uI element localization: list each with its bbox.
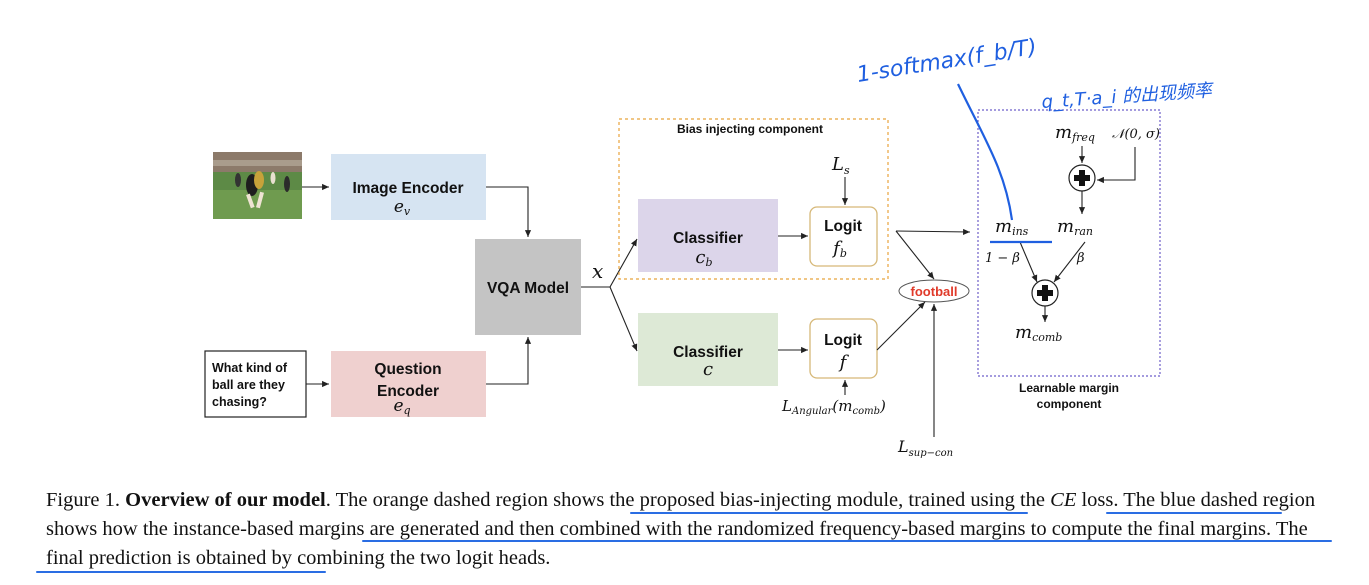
figure-caption: Figure 1. Overview of our model. The ora… xyxy=(46,486,1336,573)
input-image xyxy=(213,152,302,219)
learnable-margin-region: Learnable margin component xyxy=(977,109,1161,411)
handwritten-annotation-softmax: 1-softmax(f_b/T) xyxy=(855,35,1052,244)
loss-angular-label: LAngular(mcomb) xyxy=(781,397,886,417)
classifier-bias-title: Classifier xyxy=(673,230,743,247)
caption-underline-4 xyxy=(36,571,326,573)
caption-part-1: . The orange dashed region xyxy=(325,489,554,511)
classifier-main-box: Classifier c xyxy=(638,313,778,386)
m-comb-label: mcomb xyxy=(1015,322,1062,344)
bias-region-title: Bias injecting component xyxy=(677,122,823,136)
m-ran-label: mran xyxy=(1057,216,1093,238)
classifier-main-title: Classifier xyxy=(673,344,743,361)
caption-part-6: The blue dashed region shows how the xyxy=(46,489,1316,540)
normal-noise-label: 𝒩(0, σ) xyxy=(1112,127,1160,142)
question-line-1: What kind of xyxy=(212,361,288,375)
m-freq-label: mfreq xyxy=(1055,122,1095,144)
logit-main-box: Logit f xyxy=(809,318,878,379)
answer-football: football xyxy=(898,279,970,303)
logit-bias-title: Logit xyxy=(824,218,862,235)
question-text-box: What kind of ball are they chasing? xyxy=(204,350,307,418)
svg-text:1-softmax(f_b/T): 1-softmax(f_b/T) xyxy=(855,35,1039,88)
caption-ce: CE xyxy=(1050,489,1077,511)
image-encoder-title: Image Encoder xyxy=(352,180,463,197)
caption-part-8: The final prediction is obtained by comb… xyxy=(46,518,1308,569)
caption-prefix: Figure 1. xyxy=(46,489,126,511)
connectors-left xyxy=(302,183,638,388)
caption-underline-2 xyxy=(1106,512,1282,514)
logit-bias-box: Logit fb xyxy=(809,206,878,267)
question-line-2: ball are they xyxy=(212,378,285,392)
logit-main-title: Logit xyxy=(824,332,862,349)
margin-region-title-1: Learnable margin xyxy=(1019,381,1119,395)
caption-part-7: instance-based margins are generated and… xyxy=(172,518,1272,540)
caption-underline-3 xyxy=(362,540,1332,542)
m-ins-label: mins xyxy=(995,216,1029,238)
plus-node-bottom xyxy=(1031,279,1059,307)
image-encoder-box: Image Encoder ev xyxy=(331,154,486,220)
svg-text:football: football xyxy=(911,284,958,299)
vqa-model-title: VQA Model xyxy=(487,280,569,297)
caption-part-2: shows the proposed bias-injecting module xyxy=(553,489,899,511)
model-overview-figure: Image Encoder ev What kind of ball are t… xyxy=(204,35,1216,459)
loss-s-label: Ls xyxy=(831,154,850,177)
beta-label: β xyxy=(1076,251,1085,266)
question-encoder-title-2: Encoder xyxy=(377,383,439,400)
classifier-bias-symbol: cb xyxy=(695,247,712,269)
one-minus-beta-label: 1 − β xyxy=(985,251,1020,266)
handwritten-annotation-frequency: q_t,T·a_i 的出现频率 xyxy=(1041,80,1216,113)
classifier-bias-box: Classifier cb xyxy=(638,199,778,272)
caption-part-5: loss. xyxy=(1076,489,1119,511)
question-line-3: chasing? xyxy=(212,395,267,409)
connectors-margin xyxy=(1019,146,1136,322)
question-encoder-symbol: eq xyxy=(393,396,410,417)
image-encoder-symbol: ev xyxy=(394,197,411,218)
caption-part-4: using the xyxy=(970,489,1051,511)
vqa-model-box: VQA Model xyxy=(475,239,581,335)
loss-supcon-label: Lsup−con xyxy=(897,437,953,459)
caption-underline-1 xyxy=(630,512,1028,514)
x-feature-label: x xyxy=(592,259,603,283)
caption-part-3: , trained xyxy=(898,489,971,511)
caption-title: Overview of our model xyxy=(125,489,326,511)
plus-node-top xyxy=(1068,164,1096,192)
svg-text:q_t,T·a_i 的出现频率: q_t,T·a_i 的出现频率 xyxy=(1041,80,1216,113)
bias-injecting-region: Bias injecting component xyxy=(618,118,889,280)
connectors-middle xyxy=(778,177,971,437)
question-encoder-title-1: Question xyxy=(374,361,441,378)
margin-region-title-2: component xyxy=(1037,397,1102,411)
classifier-main-symbol: c xyxy=(703,359,713,380)
question-encoder-box: Question Encoder eq xyxy=(331,351,486,417)
